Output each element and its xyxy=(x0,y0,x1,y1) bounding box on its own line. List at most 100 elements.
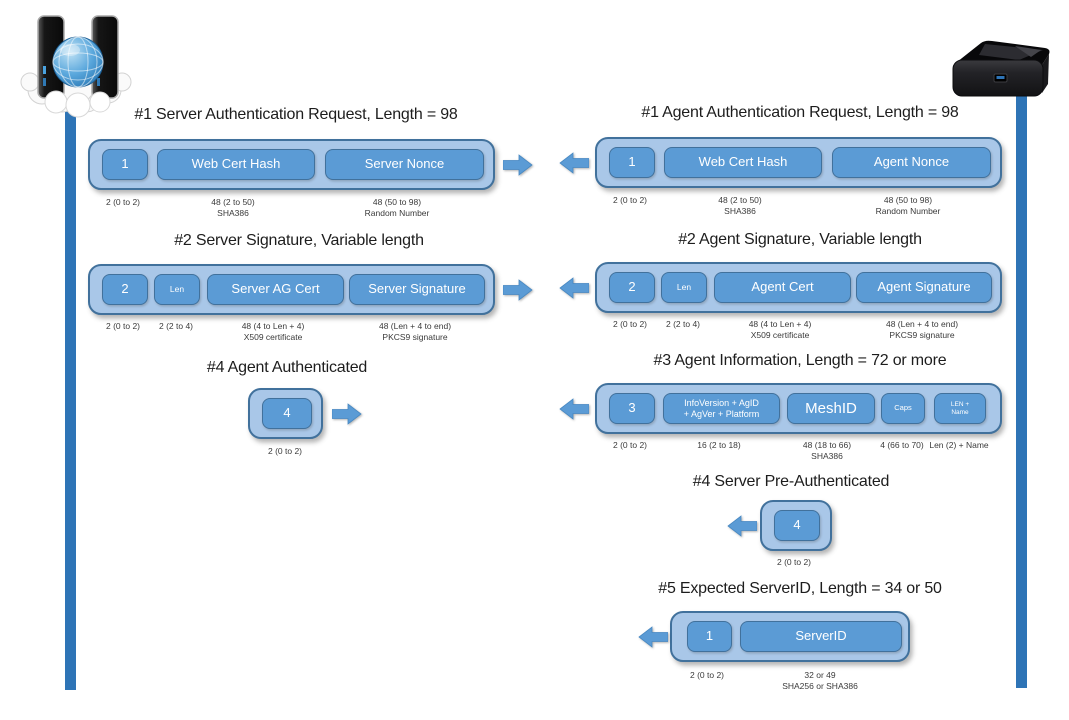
field-label: 1 xyxy=(628,154,636,170)
field-label: Caps xyxy=(894,403,912,413)
annotation-line: 48 (Len + 4 to end) xyxy=(378,321,452,331)
message-field: InfoVersion + AgID+ AgVer + Platform xyxy=(663,393,780,424)
annotation-line: SHA386 xyxy=(217,208,249,218)
message-field: MeshID xyxy=(787,393,875,424)
field-label: MeshID xyxy=(805,399,857,417)
message-frame: 4 xyxy=(248,388,323,439)
arrow-right-icon xyxy=(503,279,533,301)
annotation-line: 48 (2 to 50) xyxy=(718,195,762,205)
message-field: Server AG Cert xyxy=(207,274,344,305)
message-field: Agent Cert xyxy=(714,272,851,303)
message-title: #2 Agent Signature, Variable length xyxy=(678,231,922,248)
message-field: 1 xyxy=(609,147,655,178)
field-annotation: 2 (0 to 2) xyxy=(106,321,140,332)
message-field: Web Cert Hash xyxy=(157,149,315,180)
arrow-right-icon xyxy=(503,154,533,176)
annotation-line: PKCS9 signature xyxy=(889,330,955,340)
message-field: 2 xyxy=(102,274,148,305)
field-annotation: 2 (0 to 2) xyxy=(613,195,647,206)
field-annotation: 2 (2 to 4) xyxy=(159,321,193,332)
message-field: Server Nonce xyxy=(325,149,484,180)
message-frame: 1 ServerID xyxy=(670,611,910,662)
field-label: 1 xyxy=(121,156,129,172)
field-label: 3 xyxy=(628,400,636,416)
message-title: #5 Expected ServerID, Length = 34 or 50 xyxy=(658,580,942,597)
field-label: LEN + xyxy=(950,401,970,409)
annotation-line: Random Number xyxy=(364,208,430,218)
field-annotation: 2 (0 to 2) xyxy=(268,446,302,457)
field-label: Server Signature xyxy=(368,281,466,297)
field-label: Web Cert Hash xyxy=(191,156,281,172)
message-field: 3 xyxy=(609,393,655,424)
annotation-line: 2 (2 to 4) xyxy=(665,319,701,329)
field-annotation: 2 (0 to 2) xyxy=(777,557,811,568)
annotation-line: X509 certificate xyxy=(750,330,810,340)
field-label: Len xyxy=(676,281,692,292)
field-label: 1 xyxy=(705,628,714,644)
annotation-line: SHA386 xyxy=(811,451,843,461)
field-label: Server AG Cert xyxy=(231,281,320,297)
field-label: 4 xyxy=(793,517,801,533)
field-annotation: 48 (2 to 50)SHA386 xyxy=(211,197,254,219)
message-frame: 1 Web Cert Hash Agent Nonce xyxy=(595,137,1002,188)
annotation-line: 48 (Len + 4 to end) xyxy=(885,319,959,329)
annotation-line: 48 (50 to 98) xyxy=(883,195,933,205)
message-field: Caps xyxy=(881,393,925,424)
message-field: LEN +Name xyxy=(934,393,986,424)
field-label: Server Nonce xyxy=(364,156,445,172)
mini-pc-icon xyxy=(945,38,1060,102)
annotation-line: Random Number xyxy=(875,206,941,216)
message-field: 1 xyxy=(102,149,148,180)
field-label: Len xyxy=(169,283,185,294)
field-annotation: 48 (50 to 98)Random Number xyxy=(365,197,430,219)
message-frame: 2 Len Server AG Cert Server Signature xyxy=(88,264,495,315)
field-label: + AgVer + Platform xyxy=(683,408,760,419)
message-field: Server Signature xyxy=(349,274,485,305)
annotation-line: 48 (4 to Len + 4) xyxy=(748,319,812,329)
field-label: Agent Cert xyxy=(751,279,814,295)
message-title: #1 Agent Authentication Request, Length … xyxy=(641,104,959,121)
arrow-left-icon xyxy=(727,515,757,537)
field-annotation: 48 (50 to 98)Random Number xyxy=(876,195,941,217)
annotation-line: 16 (2 to 18) xyxy=(697,440,741,450)
annotation-line: 2 (0 to 2) xyxy=(105,321,141,331)
annotation-line: 32 or 49 xyxy=(804,670,836,680)
field-annotation: 2 (0 to 2) xyxy=(690,670,724,681)
message-frame: 3 InfoVersion + AgID+ AgVer + Platform Mes… xyxy=(595,383,1002,434)
arrow-left-icon xyxy=(559,277,589,299)
arrow-right-icon xyxy=(332,403,362,425)
message-field: Len xyxy=(661,272,707,303)
field-label: 2 xyxy=(628,279,636,295)
field-annotation: 16 (2 to 18) xyxy=(697,440,740,451)
field-label: Web Cert Hash xyxy=(698,154,788,170)
field-label: InfoVersion + AgID xyxy=(684,398,759,409)
field-annotation: 48 (Len + 4 to end)PKCS9 signature xyxy=(886,319,958,341)
annotation-line: 48 (2 to 50) xyxy=(211,197,255,207)
annotation-line: 2 (0 to 2) xyxy=(689,670,725,680)
agent-lifeline-bar xyxy=(1016,95,1027,688)
message-title: #1 Server Authentication Request, Length… xyxy=(134,106,458,123)
field-annotation: 48 (2 to 50)SHA386 xyxy=(718,195,761,217)
message-field: Agent Nonce xyxy=(832,147,991,178)
arrow-left-icon xyxy=(638,626,668,648)
message-field: 1 xyxy=(687,621,732,652)
arrow-left-icon xyxy=(559,152,589,174)
field-annotation: 48 (Len + 4 to end)PKCS9 signature xyxy=(379,321,451,343)
server-lifeline-bar xyxy=(65,106,76,690)
message-title: #4 Agent Authenticated xyxy=(206,359,368,376)
message-title: #3 Agent Information, Length = 72 or mor… xyxy=(653,352,947,369)
annotation-line: 48 (4 to Len + 4) xyxy=(241,321,305,331)
arrow-left-icon xyxy=(559,398,589,420)
field-annotation: 48 (4 to Len + 4)X509 certificate xyxy=(242,321,305,343)
annotation-line: 2 (0 to 2) xyxy=(612,440,648,450)
message-field: 4 xyxy=(774,510,820,541)
message-field: ServerID xyxy=(740,621,902,652)
annotation-line: 48 (50 to 98) xyxy=(372,197,422,207)
field-label: ServerID xyxy=(795,628,847,644)
field-annotation: 48 (4 to Len + 4)X509 certificate xyxy=(749,319,812,341)
message-field: Web Cert Hash xyxy=(664,147,822,178)
annotation-line: 2 (0 to 2) xyxy=(776,557,812,567)
